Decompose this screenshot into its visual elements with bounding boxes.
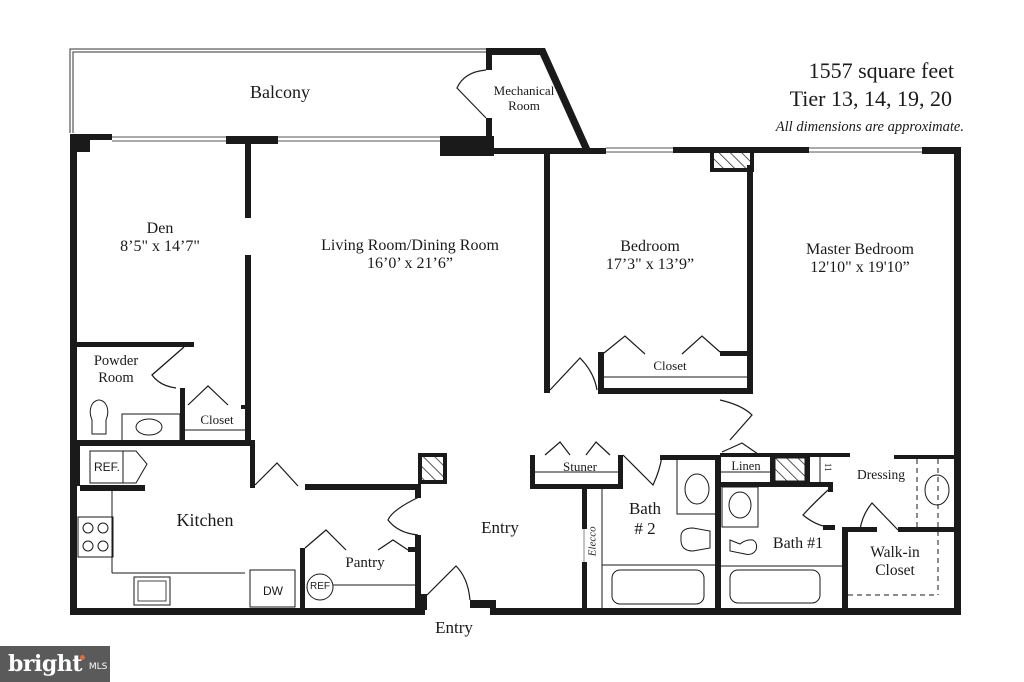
bath2-walls bbox=[582, 454, 721, 610]
stuner-closet-walls bbox=[530, 441, 623, 489]
walk-in-line1: Walk-in bbox=[870, 544, 920, 561]
dimensions-disclaimer: All dimensions are approximate. bbox=[775, 119, 964, 135]
powder-room-label: Powder Room bbox=[82, 353, 150, 386]
pantry-walls bbox=[304, 453, 447, 610]
bath2-label: Bath # 2 bbox=[618, 499, 672, 538]
master-door bbox=[719, 399, 753, 441]
mechanical-room-line2: Room bbox=[508, 97, 540, 113]
bedroom-label: Bedroom 17’3" x 13’9” bbox=[580, 238, 720, 275]
entry-label: Entry bbox=[481, 518, 519, 537]
bedroom-closet-label: Closet bbox=[653, 358, 687, 373]
logo-word: bright bbox=[8, 651, 82, 677]
den-label: Den 8’5" x 14’7" bbox=[110, 220, 210, 257]
bath1-label: Bath #1 bbox=[772, 535, 824, 552]
east-wall bbox=[954, 147, 961, 615]
mechanical-room-label: Mechanical Room bbox=[488, 83, 560, 114]
entry-outer-label: Entry bbox=[435, 618, 473, 637]
bedroom-name: Bedroom bbox=[620, 238, 680, 255]
entry-door bbox=[421, 565, 471, 610]
balcony-outline bbox=[69, 48, 486, 133]
electrical-label: Elecco bbox=[586, 526, 599, 557]
shelf-mark: 11 bbox=[823, 462, 834, 472]
den-dimensions: 8’5" x 14’7" bbox=[120, 238, 200, 256]
square-footage: 1557 square feet bbox=[808, 58, 954, 83]
balcony-label: Balcony bbox=[250, 82, 310, 102]
bath2-line1: Bath bbox=[628, 499, 662, 518]
living-dining-dimensions: 16’0’ x 21’6” bbox=[367, 255, 453, 273]
master-bedroom-label: Master Bedroom 12'10" x 19'10” bbox=[780, 241, 940, 278]
mechanical-room-walls bbox=[456, 48, 590, 150]
powder-room-line1: Powder bbox=[93, 353, 139, 369]
den-living-wall bbox=[245, 140, 251, 445]
bright-mls-logo: bright MLS bbox=[0, 646, 110, 682]
pantry-label: Pantry bbox=[345, 555, 385, 571]
living-dining-name: Living Room/Dining Room bbox=[321, 237, 499, 254]
kitchen-walls bbox=[70, 440, 420, 610]
logo-dot-icon bbox=[79, 654, 85, 660]
kitchen-label: Kitchen bbox=[176, 510, 234, 530]
den-name: Den bbox=[146, 220, 174, 237]
logo-suffix: MLS bbox=[88, 662, 108, 672]
den-closet-label: Closet bbox=[200, 412, 234, 427]
stuner-closet-label: Stuner bbox=[563, 459, 597, 474]
bedroom-dimensions: 17’3" x 13’9” bbox=[605, 256, 695, 274]
dressing-label: Dressing bbox=[857, 467, 905, 482]
tier-list: Tier 13, 14, 19, 20 bbox=[789, 86, 952, 111]
pantry-refrigerator-label: REF bbox=[310, 581, 330, 592]
bedroom-walls bbox=[544, 148, 754, 394]
linen-label: Linen bbox=[731, 459, 761, 473]
living-dining-label: Living Room/Dining Room 16’0’ x 21’6” bbox=[295, 237, 525, 274]
refrigerator-label: REF. bbox=[93, 460, 120, 474]
master-bedroom-dimensions: 12'10" x 19'10” bbox=[810, 259, 910, 277]
south-wall bbox=[70, 600, 961, 615]
walk-in-closet-label: Walk-in Closet bbox=[860, 544, 930, 580]
powder-room-line2: Room bbox=[98, 369, 134, 386]
walk-in-line2: Closet bbox=[875, 561, 915, 579]
master-bedroom-name: Master Bedroom bbox=[806, 241, 914, 258]
dishwasher-label: DW bbox=[263, 584, 283, 598]
dressing-walls bbox=[848, 455, 956, 596]
powder-room-walls bbox=[70, 342, 252, 446]
mechanical-room-line1: Mechanical bbox=[493, 83, 555, 98]
bath2-line2: # 2 bbox=[634, 518, 656, 538]
